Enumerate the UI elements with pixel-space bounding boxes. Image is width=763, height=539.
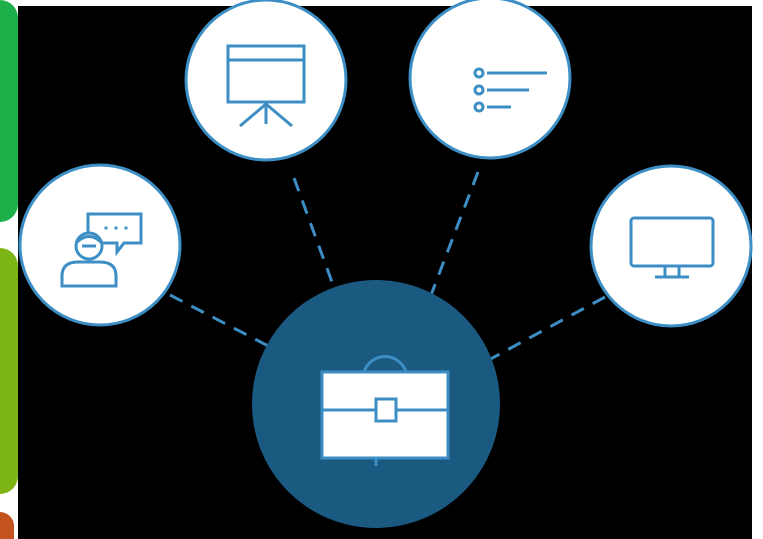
monitor-icon — [629, 216, 715, 279]
connector-checklist — [408, 171, 480, 351]
node-checklist — [408, 0, 572, 160]
node-presentation — [184, 0, 348, 162]
side-tab-olive — [0, 248, 18, 494]
node-consultation — [18, 163, 182, 327]
person-speech-bubble-icon — [60, 212, 143, 288]
side-tab-orange — [0, 512, 14, 539]
checklist-icon — [473, 67, 547, 113]
briefcase-icon — [320, 355, 450, 466]
presentation-board-icon — [226, 44, 306, 128]
node-monitor — [589, 164, 753, 328]
side-tab-green — [0, 0, 18, 222]
